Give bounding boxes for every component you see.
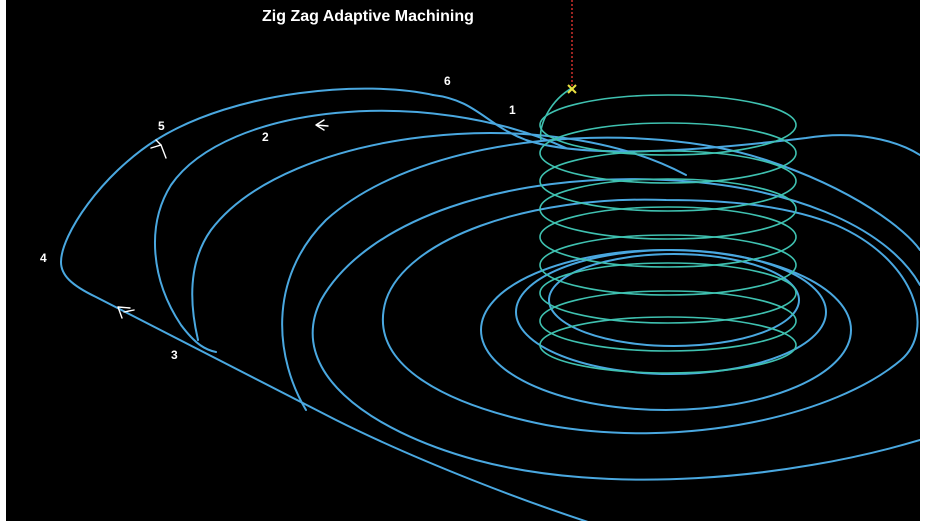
helix-loop-8 (539, 290, 797, 352)
toolpath-pass-4 (281, 136, 920, 411)
helix-loop-7 (539, 262, 797, 324)
helix-loop-5 (539, 206, 797, 268)
toolpath-pass-3 (191, 132, 687, 341)
helix-loop-4 (539, 178, 797, 240)
helix-loop-1 (539, 94, 797, 156)
helix-entry-start (539, 87, 573, 141)
helix-loop-2 (539, 122, 797, 184)
helix-loop-3 (539, 150, 797, 212)
helix-loop-6 (539, 234, 797, 296)
toolpath-pass-5 (311, 178, 920, 481)
cam-viewport[interactable]: Zig Zag Adaptive Machining 1 2 3 4 5 6 (6, 0, 920, 521)
point-label-5: 5 (158, 119, 165, 133)
toolpath-ring-2 (515, 249, 827, 375)
toolpath-outer-boundary (60, 87, 589, 521)
point-label-1: 1 (509, 103, 516, 117)
point-label-4: 4 (40, 251, 47, 265)
toolpath-scene (60, 0, 920, 521)
direction-arrow-icon (315, 119, 329, 131)
direction-arrow-icon (150, 139, 167, 159)
toolpath-pass-2 (154, 109, 567, 353)
diagram-title: Zig Zag Adaptive Machining (262, 8, 474, 25)
x-mark-icon (567, 84, 577, 94)
toolpath-pass-6 (381, 198, 919, 435)
toolpath-ring-3 (548, 253, 800, 347)
point-label-3: 3 (171, 348, 178, 362)
point-label-2: 2 (262, 130, 269, 144)
point-label-6: 6 (444, 74, 451, 88)
direction-arrow-icon (117, 306, 135, 319)
helix-loop-9 (539, 316, 797, 374)
